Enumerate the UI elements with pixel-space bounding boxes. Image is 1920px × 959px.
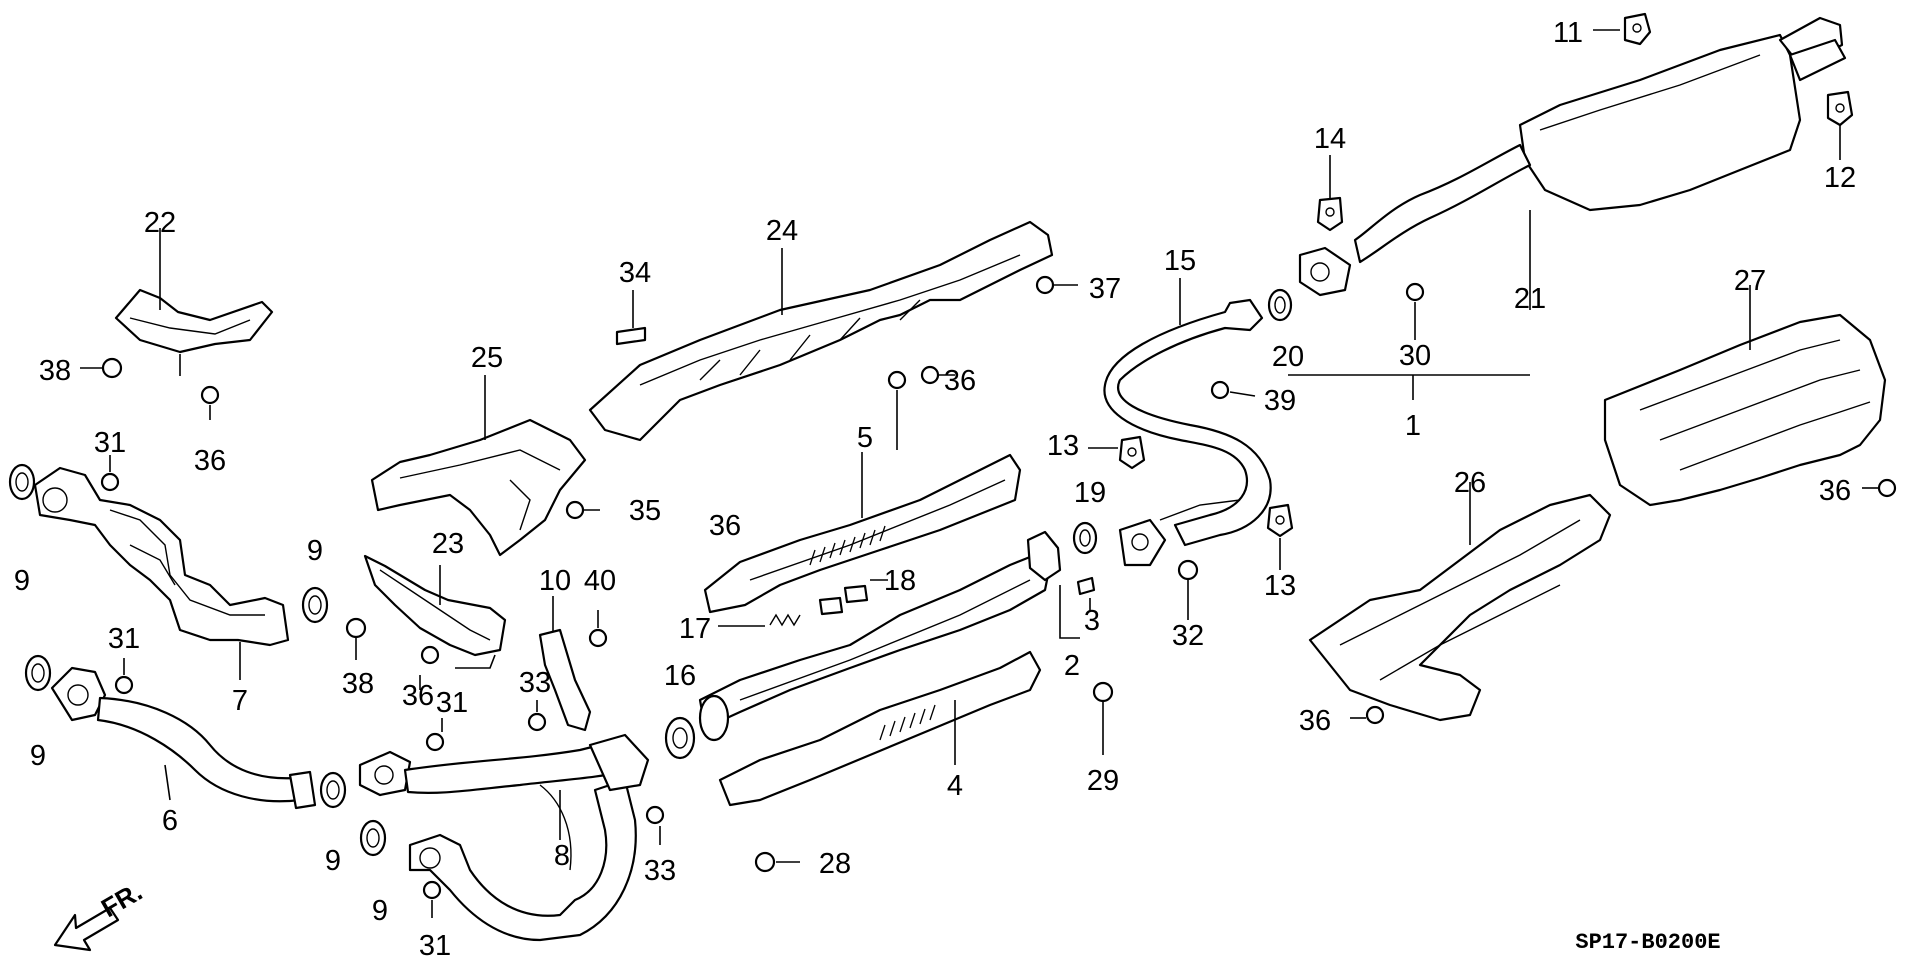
heat-shield-4 [718,650,1042,807]
heat-shield-22 [114,228,274,376]
exhaust-pipe-6 [50,666,317,810]
label-16: 16 [664,660,696,692]
label-31a: 31 [94,427,126,459]
label-2: 2 [1064,650,1080,682]
label-36e: 36 [1819,475,1851,507]
label-18: 18 [884,565,916,597]
label-35: 35 [629,495,661,527]
label-13a: 13 [1047,430,1079,462]
label-25: 25 [471,342,503,374]
label-12: 12 [1824,162,1856,194]
label-29: 29 [1087,765,1119,797]
muffler-21 [1298,16,1847,310]
label-9c: 9 [30,740,46,772]
label-26: 26 [1454,467,1486,499]
reference-code: SP17-B0200E [1575,930,1720,955]
callout-labels: 1 2 3 4 5 6 7 8 9 9 9 9 9 10 11 12 13 13… [14,17,1856,959]
label-7: 7 [232,685,248,717]
label-9e: 9 [372,895,388,927]
label-36a: 36 [194,445,226,477]
heat-shield-25 [370,375,587,557]
label-27: 27 [1734,265,1766,297]
heat-shield-23 [363,554,507,669]
label-23: 23 [432,528,464,560]
label-36d: 36 [402,680,434,712]
label-6: 6 [162,805,178,837]
label-9a: 9 [14,565,30,597]
label-38a: 38 [39,355,71,387]
label-3: 3 [1084,605,1100,637]
label-20: 20 [1272,341,1304,373]
label-34: 34 [619,257,651,289]
label-28: 28 [819,848,851,880]
label-36b: 36 [709,510,741,542]
label-11: 11 [1553,17,1583,49]
catalytic-converter-2 [698,530,1080,742]
label-10: 10 [539,565,571,597]
label-33a: 33 [519,667,551,699]
label-33b: 33 [644,855,676,887]
front-direction-arrow: FR. [53,876,147,952]
label-17: 17 [679,613,711,645]
heat-shield-26 [1308,482,1612,722]
label-32: 32 [1172,620,1204,652]
label-31b: 31 [108,623,140,655]
label-30: 30 [1399,340,1431,372]
label-36c: 36 [944,365,976,397]
label-1: 1 [1405,410,1421,442]
label-36f: 36 [1299,705,1331,737]
heat-shield-24 [588,220,1054,442]
heat-shield-27 [1603,285,1887,507]
label-39: 39 [1264,385,1296,417]
label-8: 8 [554,840,570,872]
hardware [8,12,1897,918]
label-40: 40 [584,565,616,597]
label-21: 21 [1514,283,1546,315]
label-15: 15 [1164,245,1196,277]
label-9d: 9 [325,845,341,877]
label-24: 24 [766,215,798,247]
label-4: 4 [947,770,963,802]
label-5: 5 [857,422,873,454]
label-14: 14 [1314,123,1346,155]
label-31c: 31 [436,687,468,719]
label-37: 37 [1089,273,1121,305]
exhaust-pipe-8 [358,733,650,942]
label-31d: 31 [419,930,451,959]
label-22: 22 [144,207,176,239]
exhaust-pipe-15 [1103,278,1272,567]
label-13b: 13 [1264,570,1296,602]
label-9b: 9 [307,535,323,567]
label-38b: 38 [342,668,374,700]
exhaust-pipe-7 [33,466,290,680]
catalytic-converter-5 [703,452,1022,614]
label-19: 19 [1074,477,1106,509]
